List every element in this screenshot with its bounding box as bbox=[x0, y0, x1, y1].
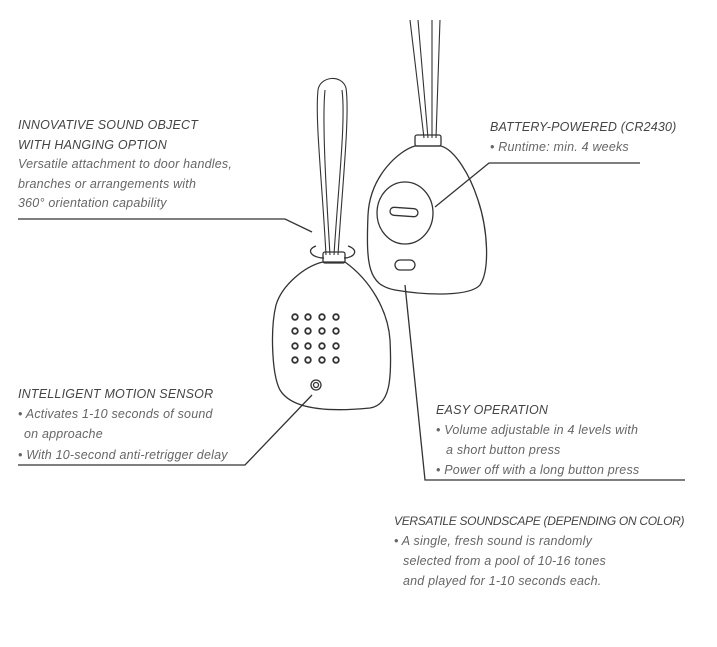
speaker-hole bbox=[291, 342, 299, 350]
battery-title: BATTERY-POWERED (CR2430) bbox=[490, 120, 677, 134]
operation-bullet: • Power off with a long button press bbox=[436, 463, 640, 477]
hanging-body: Versatile attachment to door handles, bbox=[18, 157, 233, 171]
soundscape-bullet: selected from a pool of 10-16 tones bbox=[403, 554, 606, 568]
operation-bullet: • Volume adjustable in 4 levels with bbox=[436, 423, 639, 437]
speaker-hole bbox=[318, 313, 326, 321]
device-front bbox=[271, 77, 392, 411]
speaker-hole bbox=[332, 327, 340, 335]
speaker-hole bbox=[332, 313, 340, 321]
hanging-body: 360° orientation capability bbox=[18, 196, 167, 210]
operation-title: EASY OPERATION bbox=[436, 403, 549, 417]
hanging-title-1: INNOVATIVE SOUND OBJECT bbox=[18, 118, 199, 132]
leader-line-operation bbox=[404, 284, 685, 481]
motion-bullet: • Activates 1-10 seconds of sound bbox=[18, 407, 213, 421]
motion-bullet: • With 10-second anti-retrigger delay bbox=[18, 448, 228, 462]
leader-line-hanging bbox=[18, 218, 313, 233]
soundscape-bullet: and played for 1-10 seconds each. bbox=[403, 574, 602, 588]
speaker-grille bbox=[291, 313, 340, 364]
soundscape-title: VERSATILE SOUNDSCAPE (DEPENDING ON COLOR… bbox=[394, 514, 685, 528]
leader-line-battery bbox=[434, 162, 640, 208]
device-back-body bbox=[366, 145, 488, 295]
hanging-body: branches or arrangements with bbox=[18, 177, 197, 191]
speaker-hole bbox=[291, 327, 299, 335]
motion-title: INTELLIGENT MOTION SENSOR bbox=[18, 387, 214, 401]
device-front-body bbox=[271, 261, 392, 411]
button-icon bbox=[394, 259, 416, 271]
device-front-cap bbox=[322, 251, 346, 264]
hanging-title-2: WITH HANGING OPTION bbox=[18, 138, 167, 152]
speaker-hole bbox=[318, 356, 326, 364]
speaker-hole bbox=[304, 327, 312, 335]
motion-sensor-icon bbox=[310, 379, 322, 391]
speaker-hole bbox=[318, 327, 326, 335]
speaker-hole bbox=[304, 313, 312, 321]
battery-cover bbox=[376, 181, 434, 245]
operation-bullet: a short button press bbox=[446, 443, 561, 457]
device-back bbox=[366, 19, 488, 295]
rotation-arrow-icon bbox=[309, 245, 356, 259]
speaker-hole bbox=[332, 356, 340, 364]
speaker-hole bbox=[304, 342, 312, 350]
motion-bullet: on approache bbox=[24, 427, 103, 441]
battery-slot bbox=[389, 206, 419, 218]
speaker-hole bbox=[304, 356, 312, 364]
leader-line-motion bbox=[18, 394, 313, 466]
soundscape-bullet: • A single, fresh sound is randomly bbox=[394, 534, 593, 548]
speaker-hole bbox=[332, 342, 340, 350]
speaker-hole bbox=[318, 342, 326, 350]
battery-bullet: • Runtime: min. 4 weeks bbox=[490, 140, 629, 154]
speaker-hole bbox=[291, 313, 299, 321]
speaker-hole bbox=[291, 356, 299, 364]
